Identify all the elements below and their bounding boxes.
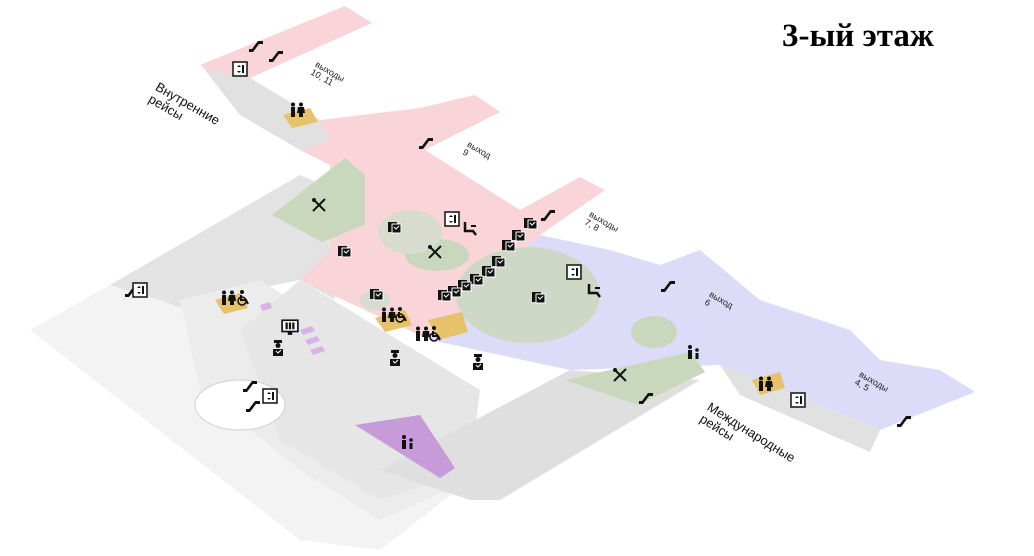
escalator-icon[interactable] <box>418 135 434 151</box>
elevator-icon[interactable] <box>132 282 148 298</box>
escalator-icon[interactable] <box>268 48 284 64</box>
restroom-icon[interactable] <box>220 290 236 306</box>
security-icon[interactable] <box>387 350 403 366</box>
shop-icon[interactable] <box>386 218 402 234</box>
escalator-icon[interactable] <box>540 207 556 223</box>
shop-icon[interactable] <box>336 242 352 258</box>
accessible-icon[interactable] <box>236 290 252 306</box>
security-icon[interactable] <box>470 354 486 370</box>
shop-island-main[interactable] <box>456 247 600 343</box>
family-room-icon[interactable] <box>400 434 416 450</box>
food-court-west[interactable] <box>272 158 365 242</box>
elevator-icon[interactable] <box>790 392 806 408</box>
accessible-icon[interactable] <box>428 326 444 342</box>
domestic-corridor <box>205 70 330 150</box>
restroom-tile-security <box>428 312 468 340</box>
lounge-icon[interactable] <box>462 220 478 236</box>
shop-icon[interactable] <box>368 285 384 301</box>
lounge-icon[interactable] <box>586 282 602 298</box>
family-room-icon[interactable] <box>686 344 702 360</box>
elevator-icon[interactable] <box>232 61 248 77</box>
green-island-east[interactable] <box>631 316 677 348</box>
escalator-icon[interactable] <box>248 38 264 54</box>
escalator-icon[interactable] <box>242 378 258 394</box>
south-gallery <box>380 370 700 500</box>
floor-title: 3-ый этаж <box>782 18 934 54</box>
shop-icon[interactable] <box>436 286 452 302</box>
restroom-icon[interactable] <box>757 376 773 392</box>
security-icon[interactable] <box>270 340 286 356</box>
restaurant-icon[interactable] <box>311 197 327 213</box>
escalator-icon[interactable] <box>896 413 912 429</box>
escalator-icon[interactable] <box>638 390 654 406</box>
escalator-icon[interactable] <box>245 398 261 414</box>
food-court-east[interactable] <box>565 352 705 405</box>
elevator-icon[interactable] <box>444 211 460 227</box>
restaurant-icon[interactable] <box>427 244 443 260</box>
checkin-counters <box>260 302 325 355</box>
escalator-icon[interactable] <box>660 278 676 294</box>
accessible-icon[interactable] <box>394 307 410 323</box>
shop-island-west[interactable] <box>378 210 442 254</box>
info-screen-icon[interactable] <box>280 318 300 336</box>
shop-icon[interactable] <box>500 236 516 252</box>
elevator-icon[interactable] <box>262 388 278 404</box>
shop-icon[interactable] <box>530 288 546 304</box>
elevator-icon[interactable] <box>566 264 582 280</box>
restroom-icon[interactable] <box>289 102 305 118</box>
restaurant-icon[interactable] <box>612 367 628 383</box>
